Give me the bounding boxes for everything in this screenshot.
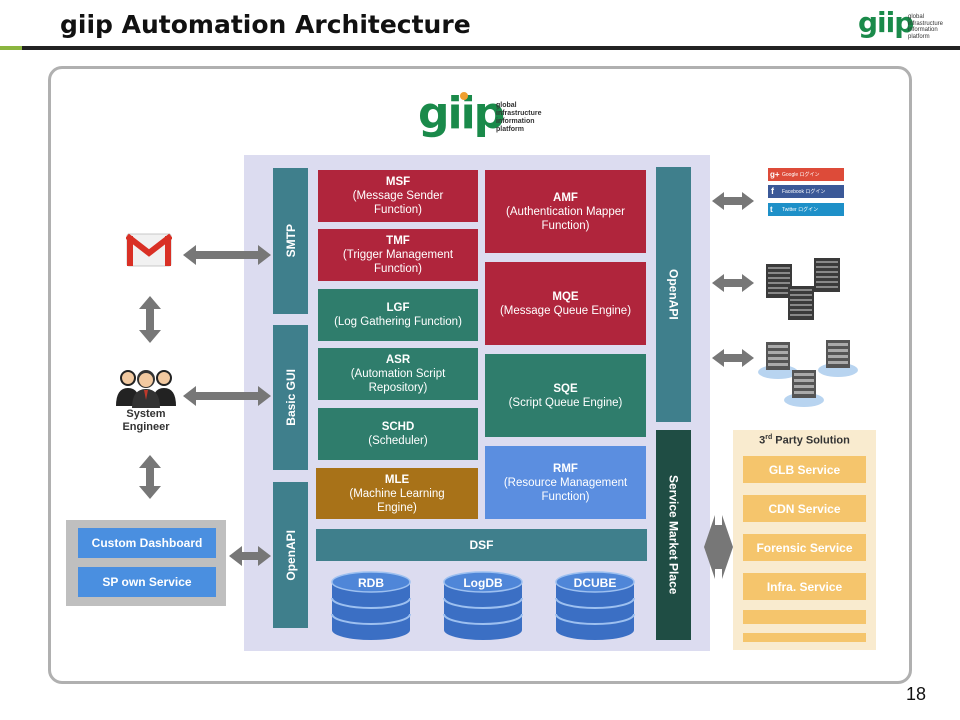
gmail-smtp-arrow xyxy=(183,245,271,265)
facebook-icon: f xyxy=(771,186,774,196)
schd-desc: (Scheduler) xyxy=(368,435,428,447)
tmf-desc: (Trigger Management Function) xyxy=(342,249,454,275)
facebook-login-button[interactable]: Facebook ログイン xyxy=(768,185,844,198)
google-login-button[interactable]: Google ログイン xyxy=(768,168,844,181)
engineer-gui-arrow xyxy=(183,386,271,406)
header-tagline-line: platform xyxy=(908,33,930,40)
center-tagline-line: platform xyxy=(496,126,524,133)
title-underline-accent xyxy=(0,46,22,50)
gmail-engineer-arrow xyxy=(139,296,161,343)
mqe-name: MQE xyxy=(552,290,579,303)
header-logo: giip global infrastructure information p… xyxy=(858,6,948,42)
center-tagline-line: infrastructure xyxy=(496,110,542,117)
mle-name: MLE xyxy=(384,473,410,486)
center-tagline-line: global xyxy=(496,102,517,109)
db-label-logdb: LogDB xyxy=(463,576,503,590)
third-party-title-sup: rd xyxy=(765,434,773,441)
db-label-rdb: RDB xyxy=(358,576,384,590)
engineer-dashboard-arrow xyxy=(139,455,161,499)
gmail-icon xyxy=(126,233,172,267)
rmf-desc: (Resource Management Function) xyxy=(503,476,628,503)
center-logo-tagline: global infrastructure information platfo… xyxy=(496,102,542,134)
header-logo-tagline: global infrastructure information platfo… xyxy=(908,14,943,40)
page-number: 18 xyxy=(906,684,927,704)
custom-dashboard-button[interactable]: Custom Dashboard xyxy=(78,528,216,558)
market-thirdparty-arrow xyxy=(704,515,733,579)
asr-module: ASR (Automation Script Repository) xyxy=(318,348,478,400)
tmf-module: TMF (Trigger Management Function) xyxy=(318,229,478,281)
smtp-interface: SMTP xyxy=(273,168,308,314)
forensic-service-button[interactable]: Forensic Service xyxy=(743,534,866,561)
asr-desc: (Automation Script Repository) xyxy=(350,368,446,394)
header-tagline-line: global xyxy=(908,14,925,20)
cdn-service-button[interactable]: CDN Service xyxy=(743,495,866,522)
sqe-desc: (Script Queue Engine) xyxy=(508,396,623,409)
sqe-name: SQE xyxy=(553,382,578,395)
openapi-right-interface: OpenAPI xyxy=(656,167,691,422)
dashboard-openapi-arrow xyxy=(229,546,271,566)
third-party-slot xyxy=(743,633,866,642)
system-engineer-label: System Engineer xyxy=(108,408,184,434)
cloud-arrow xyxy=(712,349,754,367)
third-party-title-prefix: 3 xyxy=(759,434,766,447)
center-tagline-line: information xyxy=(496,118,535,125)
schd-module: SCHD (Scheduler) xyxy=(318,408,478,460)
mqe-desc: (Message Queue Engine) xyxy=(499,304,632,317)
title-underline xyxy=(0,46,960,50)
third-party-title: 3rd Party Solution xyxy=(733,434,876,447)
openapi-left-interface: OpenAPI xyxy=(273,482,308,628)
tmf-name: TMF xyxy=(386,235,410,247)
google-icon: g+ xyxy=(770,170,780,179)
mle-module: MLE(Machine Learning Engine) xyxy=(316,468,478,519)
sqe-module: SQE(Script Queue Engine) xyxy=(485,354,646,437)
lgf-name: LGF xyxy=(386,302,410,314)
service-market-place: Service Market Place xyxy=(656,430,691,640)
msf-name: MSF xyxy=(385,176,411,188)
msf-module: MSF (Message Sender Function) xyxy=(318,170,478,222)
third-party-title-suffix: Party Solution xyxy=(772,434,850,447)
databases: RDB LogDB DCUBE xyxy=(331,571,635,640)
header-tagline-line: infrastructure xyxy=(908,20,944,27)
system-engineer-label-line2: Engineer xyxy=(122,421,170,433)
infra-service-button[interactable]: Infra. Service xyxy=(743,573,866,600)
rmf-module: RMF(Resource Management Function) xyxy=(485,446,646,519)
amf-name: AMF xyxy=(553,191,578,204)
twitter-login-button[interactable]: Twitter ログイン xyxy=(768,203,844,216)
third-party-slot xyxy=(743,610,866,624)
login-arrow xyxy=(712,192,754,210)
center-logo-dot xyxy=(460,92,468,100)
rmf-name: RMF xyxy=(553,462,578,475)
msf-desc: (Message Sender Function) xyxy=(352,190,444,216)
amf-module: AMF(Authentication Mapper Function) xyxy=(485,170,646,253)
glb-service-button[interactable]: GLB Service xyxy=(743,456,866,483)
asr-name: ASR xyxy=(385,354,411,366)
cloud-server-icon xyxy=(758,340,858,407)
header-tagline-line: information xyxy=(908,27,938,33)
slide-title: giip Automation Architecture xyxy=(60,10,471,39)
system-engineer-icon xyxy=(116,370,176,408)
amf-desc: (Authentication Mapper Function) xyxy=(506,205,625,232)
servers-arrow xyxy=(712,274,754,292)
openapi-right-label: OpenAPI xyxy=(666,269,681,320)
header-logo-wordmark: giip xyxy=(858,6,914,39)
schd-name: SCHD xyxy=(381,421,415,433)
mqe-module: MQE(Message Queue Engine) xyxy=(485,262,646,345)
sp-own-service-button[interactable]: SP own Service xyxy=(78,567,216,597)
twitter-icon: t xyxy=(770,205,773,214)
lgf-desc: (Log Gathering Function) xyxy=(334,316,462,328)
service-market-label: Service Market Place xyxy=(666,475,681,595)
db-label-dcube: DCUBE xyxy=(574,576,617,590)
server-rack-icon xyxy=(766,258,840,320)
system-engineer-label-line1: System xyxy=(126,408,166,420)
center-logo: giip global infrastructure information p… xyxy=(418,88,548,142)
basic-gui-interface: Basic GUI xyxy=(273,325,308,470)
mle-desc: (Machine Learning Engine) xyxy=(349,487,445,514)
lgf-module: LGF (Log Gathering Function) xyxy=(318,289,478,341)
dsf-bar: DSF xyxy=(316,529,647,561)
